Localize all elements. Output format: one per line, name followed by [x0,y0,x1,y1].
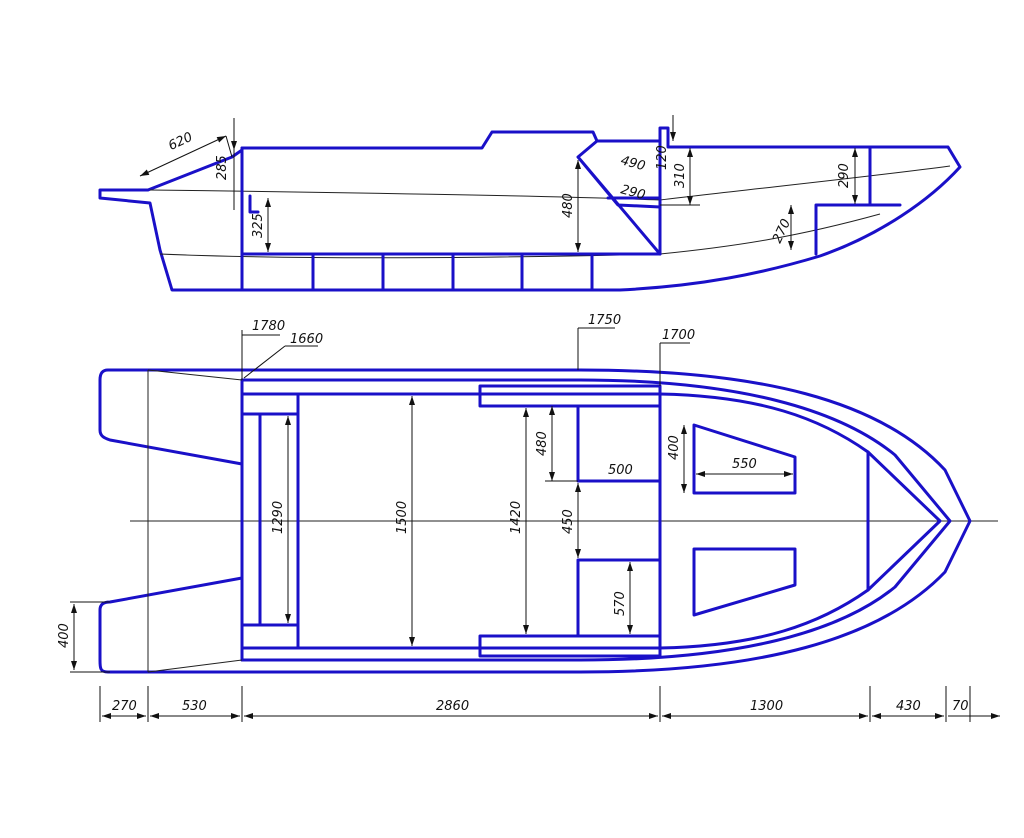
dim-290-stern: 290 [837,163,852,188]
side-hull-outline [98,126,962,292]
side-stern-box [814,145,902,256]
dim-270-bottom: 270 [112,699,137,714]
plan-console-top [692,423,797,495]
side-floor [240,146,662,292]
side-frames [311,252,594,292]
plan-gunwale [240,378,952,662]
dim-1750: 1750 [588,313,621,328]
side-view: 620 285 325 480 490 290 120 310 290 270 [98,115,962,292]
dim-285: 285 [215,155,230,180]
dim-400-transom: 400 [57,623,72,648]
dim-290-windshield: 290 [619,182,647,203]
dim-400-console: 400 [667,435,682,460]
dim-490: 490 [619,153,647,174]
dim-1780: 1780 [252,319,285,334]
dim-310: 310 [673,163,688,188]
dim-450: 450 [561,509,576,534]
dim-2860: 2860 [436,699,469,714]
dim-70: 70 [952,699,969,714]
dim-1300: 1300 [750,699,783,714]
dim-1500: 1500 [395,501,410,534]
plan-seat-top [478,384,662,483]
dim-120: 120 [655,145,670,170]
plan-stern-seat [240,412,300,627]
dim-430: 430 [896,699,921,714]
dim-480-plan: 480 [535,431,550,456]
dim-1660: 1660 [290,332,323,347]
dim-1290: 1290 [271,501,286,534]
dim-500: 500 [608,463,633,478]
dim-1700: 1700 [662,328,695,343]
dim-550: 550 [732,457,757,472]
plan-hull-outline [98,368,972,674]
dim-620: 620 [166,130,195,154]
dim-480: 480 [561,193,576,218]
plan-seat-bottom [478,558,662,658]
plan-view: 1780 1660 1750 1700 1290 1500 1420 480 5… [57,313,998,674]
dim-530: 530 [182,699,207,714]
bottom-dimension-chain: 270 530 2860 1300 430 70 [99,686,1000,722]
plan-console-bottom [692,547,797,617]
dim-325: 325 [251,213,266,238]
dim-570: 570 [613,591,628,616]
dim-1420: 1420 [509,501,524,534]
